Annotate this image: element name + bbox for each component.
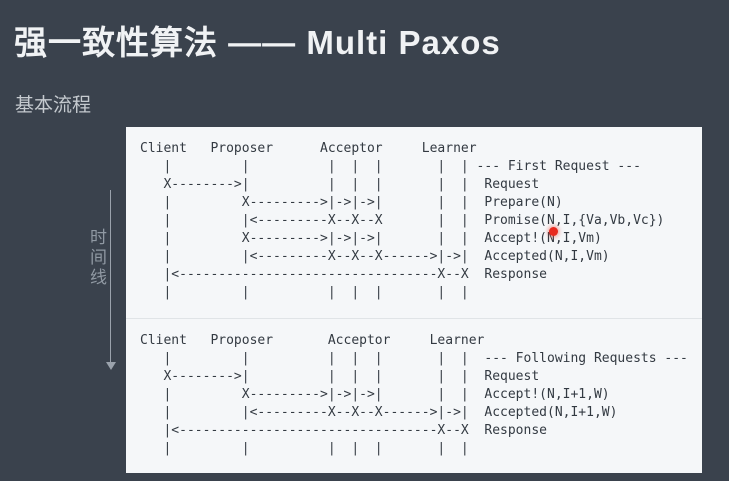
paxos-first-request-diagram: Client Proposer Acceptor Learner | | | |… [140, 141, 665, 300]
slide-subtitle: 基本流程 [15, 95, 92, 116]
diagram-panel: Client Proposer Acceptor Learner | | | |… [126, 127, 702, 473]
laser-pointer-dot [549, 227, 558, 236]
paxos-following-requests-diagram: Client Proposer Acceptor Learner | | | |… [126, 318, 702, 473]
slide-title: 强一致性算法 —— Multi Paxos [14, 24, 501, 61]
arrow-down-icon [106, 362, 116, 370]
timeline-arrow-line [110, 190, 111, 362]
timeline-label: 时间线 [87, 228, 106, 288]
